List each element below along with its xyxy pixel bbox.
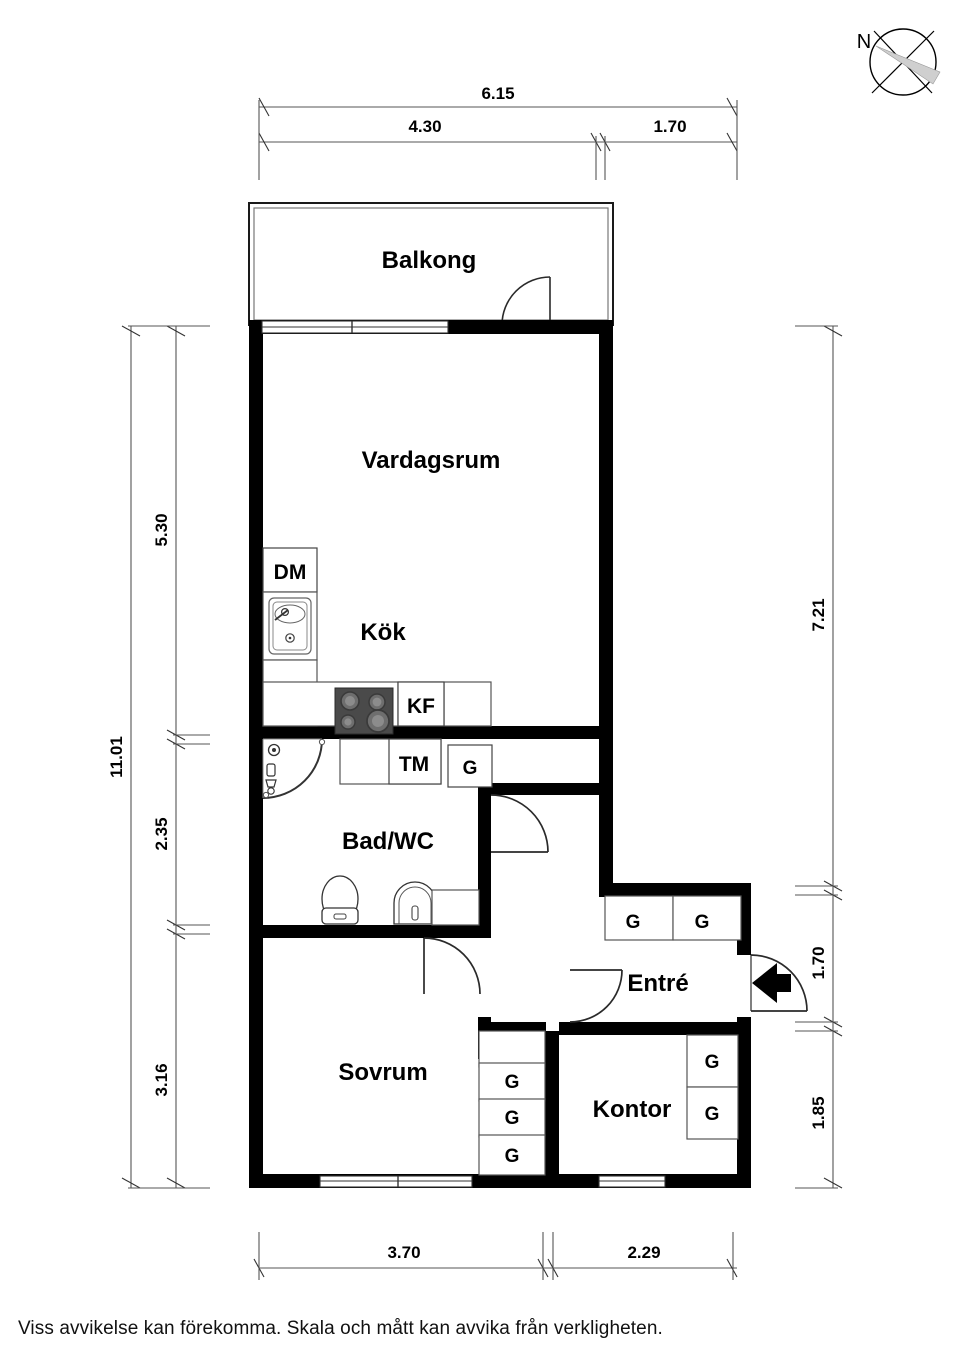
dimension-left-inner-top: 5.30 xyxy=(152,513,171,546)
closets-kontor xyxy=(686,1034,739,1140)
door-kontor xyxy=(569,969,623,1023)
closet-g-kitchen xyxy=(447,744,493,788)
dimension-top-inner-left: 4.30 xyxy=(408,117,441,136)
closet-label-g-kontor-1: G xyxy=(705,1052,720,1073)
dimension-bottom xyxy=(253,1232,738,1280)
closet-label-g-sovrum-1: G xyxy=(505,1072,520,1093)
room-label-kontor: Kontor xyxy=(593,1096,672,1123)
appliance-label-kf: KF xyxy=(407,695,435,718)
room-label-sovrum: Sovrum xyxy=(338,1059,427,1086)
room-label-entre: Entré xyxy=(627,970,688,997)
compass-rose: N xyxy=(857,28,941,96)
dimension-left-outer: 11.01 xyxy=(107,736,126,778)
closet-label-g-kontor-2: G xyxy=(705,1104,720,1125)
door-badwc xyxy=(490,794,549,853)
dimension-top-outer: 6.15 xyxy=(481,84,514,103)
appliance-label-dm: DM xyxy=(274,561,307,584)
room-balkong xyxy=(248,202,614,326)
shower-enclosure xyxy=(262,738,326,799)
kitchen-sink xyxy=(262,591,318,661)
front-door xyxy=(750,954,808,1012)
room-label-balkong: Balkong xyxy=(382,247,477,274)
dimension-left xyxy=(121,325,210,1189)
window-vardagsrum xyxy=(261,320,449,334)
room-label-kok: Kök xyxy=(360,619,406,646)
dimension-right-mid: 1.70 xyxy=(809,946,828,979)
closet-label-g-entre-2: G xyxy=(695,912,710,933)
dimension-right-bottom: 1.85 xyxy=(809,1096,828,1129)
closet-label-g-sovrum-3: G xyxy=(505,1146,520,1167)
bathroom-cabinet xyxy=(431,889,480,926)
footer-disclaimer: Viss avvikelse kan förekomma. Skala och … xyxy=(18,1318,663,1339)
stove-cooktop xyxy=(334,687,394,735)
compass-north-label: N xyxy=(857,31,871,53)
dimension-top xyxy=(258,97,738,180)
appliance-label-tm: TM xyxy=(399,753,429,776)
closets-sovrum xyxy=(478,1030,546,1176)
dimension-right xyxy=(795,325,843,1189)
appliance-dm xyxy=(262,547,318,593)
toilet-fixture xyxy=(321,875,359,925)
entrance-arrow-icon xyxy=(752,963,791,1003)
window-sovrum xyxy=(319,1175,473,1188)
dimension-bottom-left: 3.70 xyxy=(387,1243,420,1262)
dimension-left-inner-bottom: 3.16 xyxy=(152,1063,171,1096)
walls xyxy=(249,320,751,1188)
closet-label-g-sovrum-2: G xyxy=(505,1108,520,1129)
appliance-kf xyxy=(397,681,445,727)
dimension-bottom-right: 2.29 xyxy=(627,1243,660,1262)
dimension-right-top: 7.21 xyxy=(809,598,828,631)
dimension-left-inner-mid: 2.35 xyxy=(152,817,171,850)
closet-label-g-kitchen: G xyxy=(463,758,478,779)
closets-entre xyxy=(604,895,742,941)
dimension-top-inner-right: 1.70 xyxy=(653,117,686,136)
kitchen-lower-row xyxy=(339,738,442,785)
room-label-badwc: Bad/WC xyxy=(342,828,434,855)
bathroom-sink-fixture xyxy=(393,881,437,925)
closet-label-g-entre-1: G xyxy=(626,912,641,933)
room-label-vardagsrum: Vardagsrum xyxy=(362,447,501,474)
window-kontor xyxy=(598,1175,666,1188)
door-sovrum xyxy=(423,937,481,995)
